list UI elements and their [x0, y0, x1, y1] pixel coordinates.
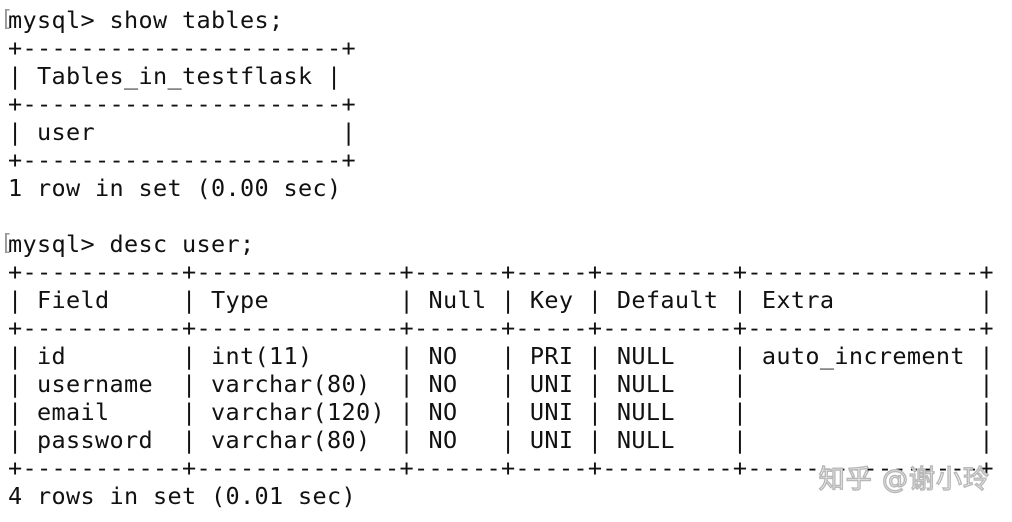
prompt-show-tables: mysql> show tables;: [8, 6, 284, 34]
table-row: | email | varchar(120) | NO | UNI | NULL…: [8, 398, 994, 426]
prompt-bracket: [: [0, 231, 14, 256]
table-border: +----------------------+: [8, 90, 356, 118]
table-border: +----------------------+: [8, 146, 356, 174]
table-border: +-----------+--------------+------+-----…: [8, 314, 994, 342]
table-header-row: | Field | Type | Null | Key | Default | …: [8, 286, 994, 314]
table-row: | username | varchar(80) | NO | UNI | NU…: [8, 370, 994, 398]
table-row: | user |: [8, 118, 356, 146]
table-row: | password | varchar(80) | NO | UNI | NU…: [8, 426, 994, 454]
table-header-row: | Tables_in_testflask |: [8, 62, 342, 90]
table-border: +----------------------+: [8, 34, 356, 62]
table-border: +-----------+--------------+------+-----…: [8, 454, 994, 482]
zhihu-watermark: 知乎 @谢小玲: [818, 464, 990, 495]
prompt-bracket: [: [0, 7, 14, 32]
table-border: +-----------+--------------+------+-----…: [8, 258, 994, 286]
prompt-desc-user: mysql> desc user;: [8, 230, 255, 258]
table-row: | id | int(11) | NO | PRI | NULL | auto_…: [8, 342, 994, 370]
result-summary: 4 rows in set (0.01 sec): [8, 482, 356, 510]
result-summary: 1 row in set (0.00 sec): [8, 174, 342, 202]
